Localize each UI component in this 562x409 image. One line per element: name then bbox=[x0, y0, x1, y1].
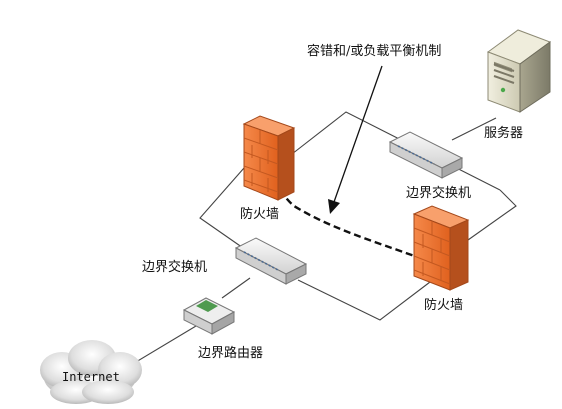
router-icon bbox=[182, 297, 236, 335]
server-label: 服务器 bbox=[484, 125, 523, 141]
network-switch-icon bbox=[234, 237, 308, 285]
server-icon bbox=[486, 29, 552, 113]
firewall-right-label: 防火墙 bbox=[424, 297, 463, 313]
brick-firewall-icon bbox=[412, 205, 470, 291]
annotation-arrow bbox=[328, 65, 383, 214]
router-label: 边界路由器 bbox=[198, 345, 263, 361]
switch-left-label: 边界交换机 bbox=[142, 259, 207, 275]
internet-label: Internet bbox=[62, 370, 120, 384]
network-switch-icon bbox=[388, 131, 464, 179]
switch-top-label: 边界交换机 bbox=[406, 185, 471, 201]
annotation-label: 容错和/或负载平衡机制 bbox=[307, 43, 441, 59]
firewall-left-label: 防火墙 bbox=[240, 206, 279, 222]
brick-firewall-icon bbox=[242, 115, 296, 201]
cloud-icon bbox=[40, 340, 142, 404]
